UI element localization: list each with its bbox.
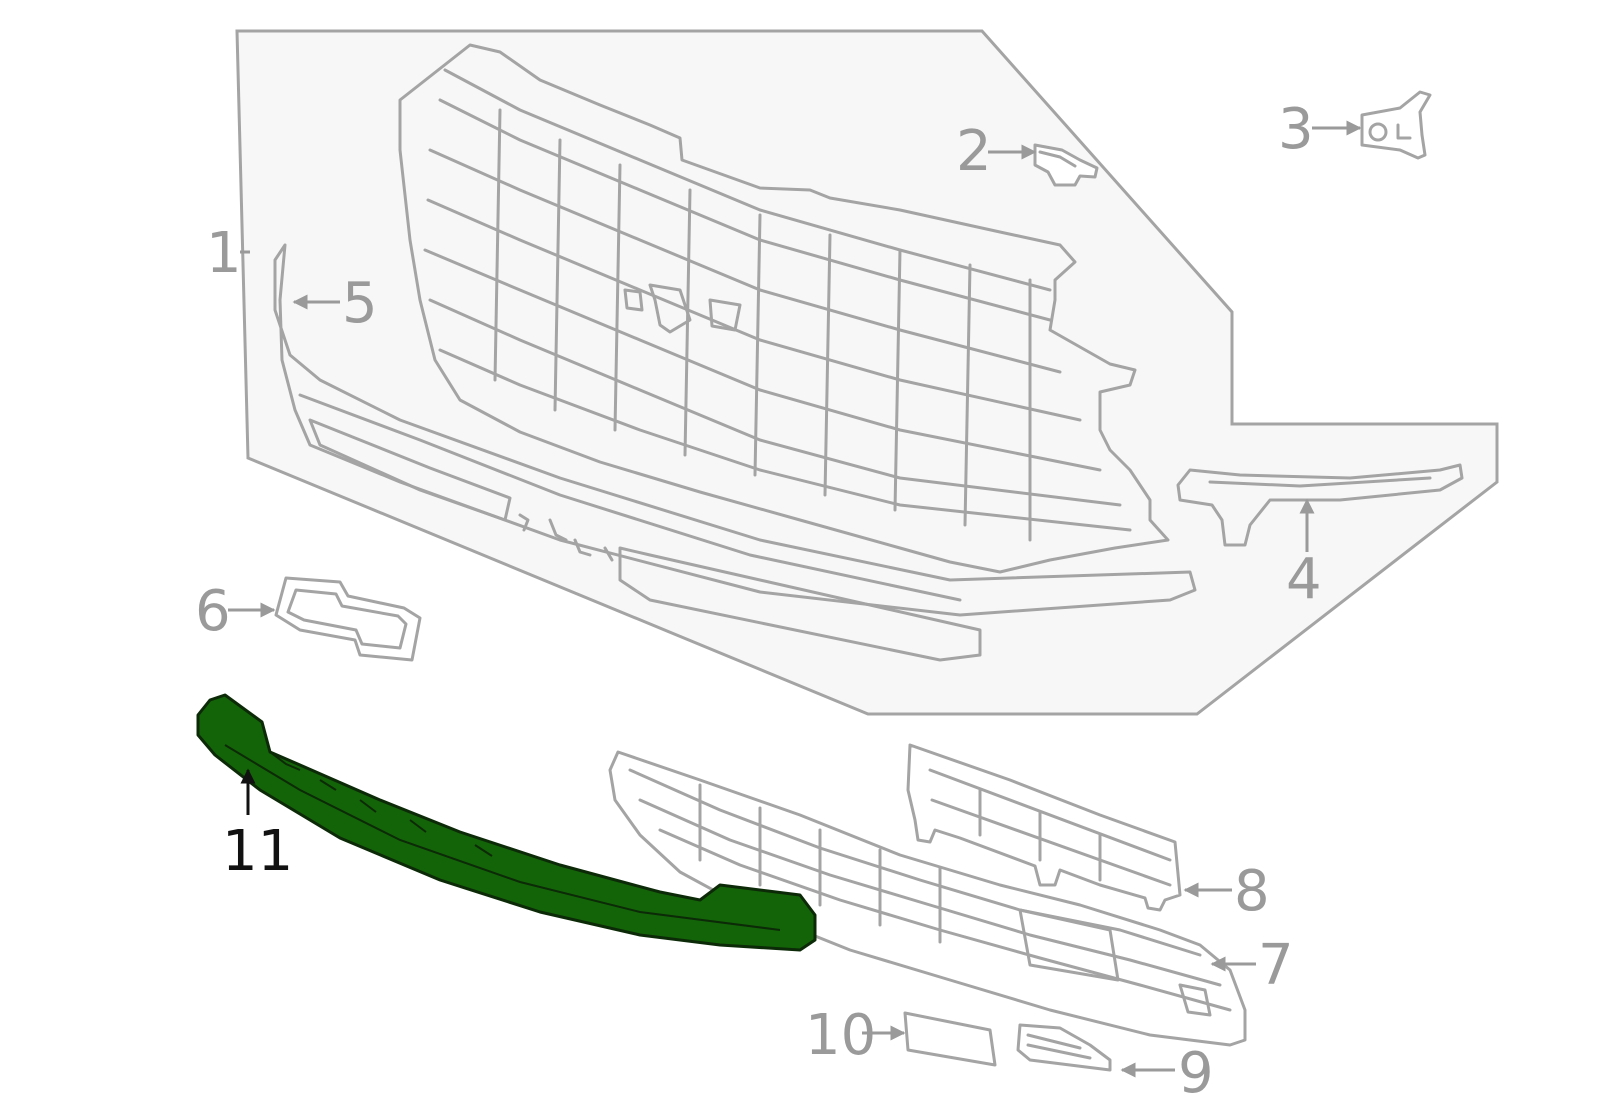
lower-molding	[273, 243, 1197, 662]
callout-8: 8	[1234, 859, 1270, 924]
callout-2: 2	[956, 119, 992, 184]
part-2-clip	[1033, 143, 1099, 187]
part-8-panel	[906, 743, 1182, 912]
callout-4: 4	[1286, 547, 1322, 612]
callout-6: 6	[195, 579, 231, 644]
grille-assembly	[398, 43, 1170, 574]
part-6-emblem	[274, 576, 422, 662]
callout-5: 5	[342, 271, 378, 336]
callout-7: 7	[1258, 933, 1294, 998]
part-9-trim	[1016, 1023, 1112, 1072]
part-11-deflector[interactable]	[196, 693, 817, 952]
callout-10: 10	[805, 1003, 876, 1068]
callout-11: 11	[222, 819, 293, 884]
callout-1: 1	[206, 221, 242, 286]
callout-3: 3	[1278, 97, 1314, 162]
part-10-cover	[903, 1011, 997, 1067]
callout-9: 9	[1178, 1041, 1214, 1105]
leader-lines	[228, 120, 1362, 1078]
part-3-bracket	[1360, 90, 1432, 160]
part-4-bracket	[1176, 463, 1464, 547]
part-7-lower-grille	[608, 750, 1247, 1047]
